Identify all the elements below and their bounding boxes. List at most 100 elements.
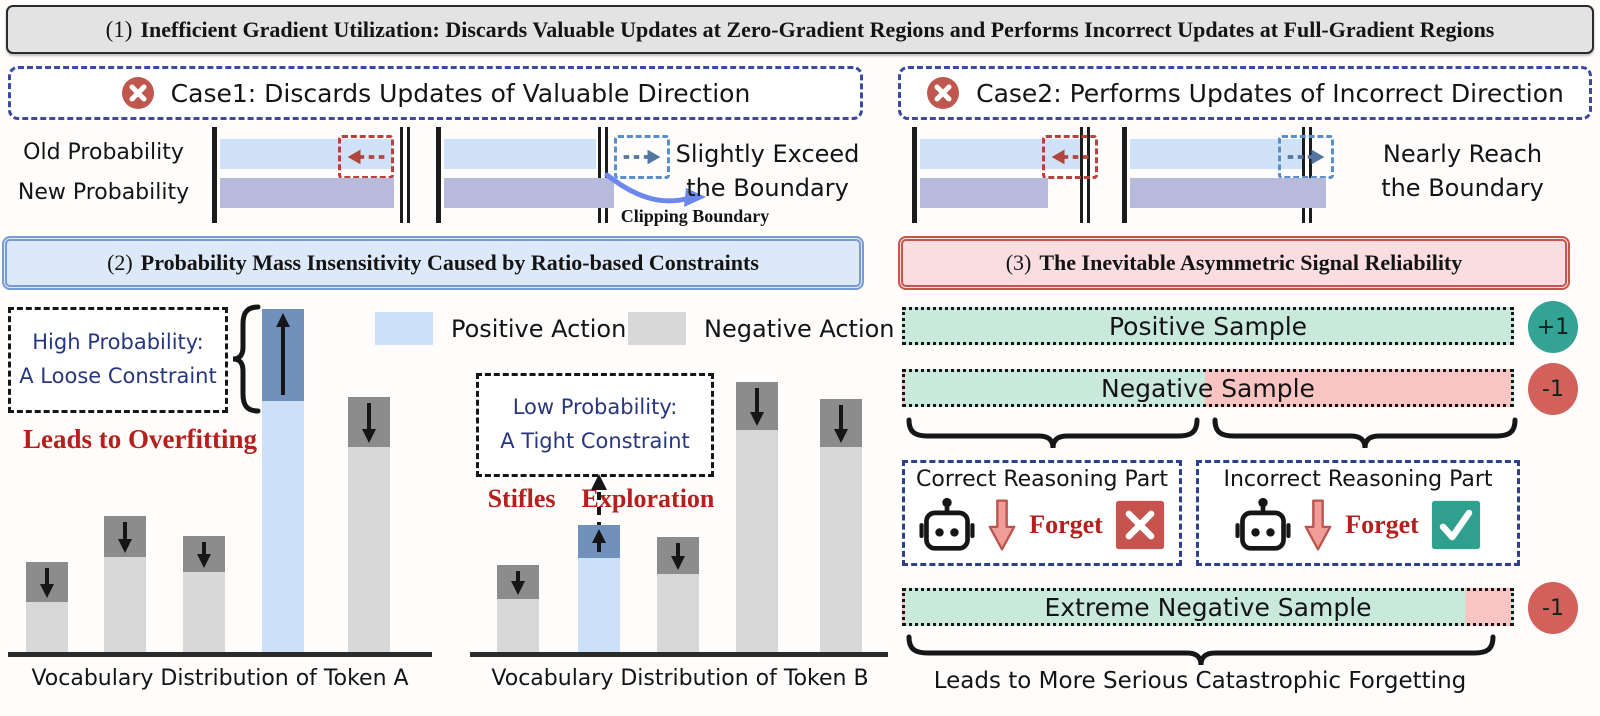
- case1-box: Case1: Discards Updates of Valuable Dire…: [8, 66, 863, 120]
- annotation-line2: A Tight Constraint: [500, 429, 690, 453]
- side-note-line2: the Boundary: [1381, 173, 1544, 202]
- update-direction-cap: [183, 536, 225, 572]
- positive-sample-bar: Positive Sample: [902, 307, 1514, 345]
- negative-action-swatch: [628, 312, 686, 345]
- side-note-line2: the Boundary: [686, 173, 849, 202]
- incorrect-reasoning-box: Incorrect Reasoning Part Forget: [1196, 460, 1520, 566]
- new-probability-label: New Probability: [17, 180, 190, 205]
- stifles-word: Stifles: [487, 484, 556, 513]
- old-probability-bar: [444, 139, 596, 169]
- dashed-left-arrow-icon: [347, 149, 385, 165]
- legend-item-positive: Positive Action: [375, 312, 626, 345]
- legend-item-negative: Negative Action: [628, 312, 895, 345]
- positive-action-bar: [262, 309, 304, 652]
- dashed-up-arrow-icon: [591, 474, 607, 530]
- legend-label: Negative Action: [704, 314, 895, 343]
- robot-icon: [919, 497, 975, 551]
- low-probability-box: Low Probability: A Tight Constraint: [476, 373, 714, 477]
- old-probability-bar: [220, 139, 392, 169]
- update-direction-cap: [262, 309, 304, 401]
- banner-number: (1): [105, 16, 133, 42]
- case1-side-note: Slightly Exceed the Boundary: [665, 138, 870, 205]
- token-a-chart: [8, 300, 432, 652]
- negative-sample-bar: Negative Sample: [902, 369, 1514, 407]
- update-direction-cap: [348, 397, 390, 447]
- token-b-chart: [470, 300, 890, 652]
- down-arrow-icon: [40, 568, 54, 598]
- negative-action-bar: [657, 537, 699, 652]
- old-probability-bar: [920, 139, 1083, 169]
- negative-sample-label: Negative Sample: [1101, 373, 1315, 403]
- positive-action-swatch: [375, 312, 433, 345]
- negative-action-bar: [26, 562, 68, 652]
- new-probability-bar: [1130, 178, 1326, 208]
- up-arrow-icon: [276, 313, 290, 395]
- correct-reasoning-title: Correct Reasoning Part: [916, 467, 1168, 492]
- section3-caption: Leads to More Serious Catastrophic Forge…: [933, 668, 1467, 694]
- under-brace-icon: [1212, 417, 1518, 449]
- negative-action-bar: [736, 382, 778, 652]
- clipping-boundary-line: [400, 127, 410, 223]
- negative-action-bar: [497, 565, 539, 652]
- forget-label: Forget: [1345, 510, 1419, 539]
- probability-axis-line: [436, 127, 441, 223]
- exceeding-right-update-box: [614, 135, 670, 179]
- clipping-boundary-line: [1302, 127, 1312, 223]
- chart-b-caption: Vocabulary Distribution of Token B: [491, 666, 869, 691]
- section3-number: (3): [1005, 250, 1032, 275]
- update-direction-cap: [104, 516, 146, 557]
- annotation-line1: High Probability:: [32, 330, 204, 355]
- probability-axis-line: [212, 127, 217, 223]
- new-probability-bar: [444, 178, 614, 208]
- down-arrow-icon: [118, 522, 132, 553]
- dashed-right-arrow-icon: [1287, 149, 1325, 165]
- section2-title: Probability Mass Insensitivity Caused by…: [140, 250, 759, 275]
- under-brace-icon: [906, 417, 1200, 449]
- case2-title: Case2: Performs Updates of Incorrect Dir…: [976, 78, 1564, 108]
- clipping-boundary-line: [1080, 127, 1090, 223]
- case2-box: Case2: Performs Updates of Incorrect Dir…: [898, 66, 1592, 120]
- positive-sample-label: Positive Sample: [1108, 311, 1308, 341]
- side-note-line1: Slightly Exceed: [675, 140, 860, 168]
- dashed-left-arrow-icon: [1051, 149, 1089, 165]
- curved-pointer-arrow-icon: [604, 172, 706, 207]
- extreme-negative-sample-label: Extreme Negative Sample: [1044, 592, 1372, 622]
- blocked-left-update-box: [338, 135, 394, 179]
- update-direction-cap: [497, 565, 539, 599]
- plus-one-badge: +1: [1528, 301, 1578, 353]
- case1-title: Case1: Discards Updates of Valuable Dire…: [170, 78, 751, 108]
- down-arrow-icon: [671, 543, 685, 570]
- forget-down-arrow-icon: [1304, 499, 1332, 551]
- x-circle-icon: [927, 77, 960, 109]
- update-direction-cap: [657, 537, 699, 574]
- section2-header: (2) Probability Mass Insensitivity Cause…: [2, 236, 864, 290]
- dashed-right-arrow-icon: [623, 149, 661, 165]
- forget-row: Forget: [919, 496, 1165, 554]
- forget-row: Forget: [1235, 496, 1481, 554]
- case2-side-note: Nearly Reach the Boundary: [1355, 138, 1570, 205]
- negative-action-bar: [348, 397, 390, 652]
- chart-b-baseline: [470, 652, 888, 657]
- curly-brace-left-icon: [232, 304, 261, 414]
- forget-label: Forget: [1029, 510, 1103, 539]
- extreme-negative-sample-bar: Extreme Negative Sample: [902, 588, 1514, 626]
- probability-axis-line: [1122, 127, 1127, 223]
- chart-a-caption: Vocabulary Distribution of Token A: [31, 666, 409, 691]
- legend-label: Positive Action: [451, 314, 627, 343]
- negative-action-bar: [104, 516, 146, 652]
- new-probability-bar: [920, 178, 1048, 208]
- old-probability-bar: [1130, 139, 1302, 169]
- banner-section1: (1) Inefficient Gradient Utilization: Di…: [6, 5, 1594, 54]
- side-note-line1: Nearly Reach: [1382, 140, 1543, 168]
- clipping-boundary-label: Clipping Boundary: [620, 206, 770, 226]
- update-direction-cap: [578, 525, 620, 558]
- negative-action-bar: [183, 536, 225, 652]
- x-square-icon: [1115, 500, 1164, 550]
- overfitting-note: Leads to Overfitting: [23, 424, 257, 454]
- check-square-icon: [1431, 500, 1480, 550]
- minus-one-badge: -1: [1528, 582, 1578, 634]
- annotation-line2: A Loose Constraint: [19, 364, 217, 388]
- down-arrow-icon: [834, 405, 848, 443]
- section2-number: (2): [107, 250, 133, 275]
